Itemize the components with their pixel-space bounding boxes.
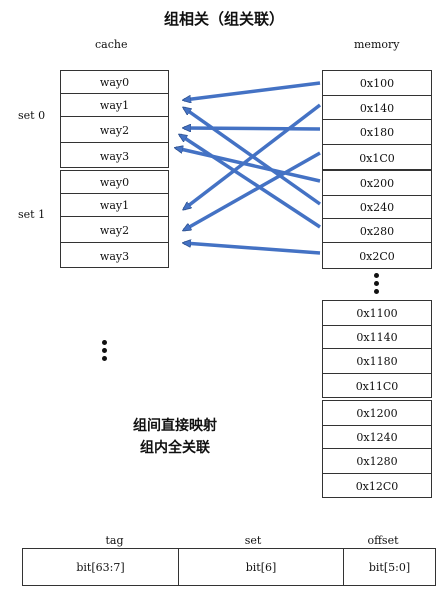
ellipsis-dot	[102, 356, 107, 361]
memory-label: memory	[354, 38, 400, 51]
memory-block-1: 0x100 0x140 0x180 0x1C0	[322, 70, 432, 170]
set-1-label: set 1	[18, 208, 46, 221]
cache-set-1-way2: way2	[61, 216, 168, 243]
ellipsis-dot	[102, 348, 107, 353]
memory-cell: 0x1140	[323, 325, 431, 349]
memory-cell: 0x1280	[323, 448, 431, 474]
ellipsis-dot	[102, 340, 107, 345]
memory-cell: 0x1C0	[323, 144, 431, 171]
arrow-0x1C0	[184, 151, 321, 232]
memory-cell: 0x100	[359, 76, 395, 90]
arrow-0x2C0	[184, 243, 321, 255]
memory-cell: 0x1200	[356, 406, 398, 420]
mapping-note: 组间直接映射 组内全关联	[110, 415, 240, 459]
cache-set-1: way0 way1 way2 way3	[60, 170, 169, 268]
memory-cell: 0x11C0	[323, 373, 431, 399]
arrow-0x280	[180, 135, 321, 229]
memory-cell: 0x1240	[323, 425, 431, 449]
memory-cell: 0x200	[359, 176, 395, 190]
cache-set-1-way0: way0	[99, 175, 130, 189]
memory-block-3: 0x1100 0x1140 0x1180 0x11C0	[322, 300, 432, 398]
address-bit-table: bit[63:7] bit[6] bit[5:0]	[22, 548, 436, 586]
note-line-1: 组间直接映射	[133, 418, 217, 434]
memory-block-4: 0x1200 0x1240 0x1280 0x12C0	[322, 400, 432, 498]
ellipsis-dot	[374, 281, 379, 286]
note-line-2: 组内全关联	[140, 440, 210, 456]
memory-cell: 0x140	[323, 95, 431, 120]
cache-set-0: way0 way1 way2 way3	[60, 70, 169, 168]
cache-label: cache	[95, 38, 128, 51]
arrow-0x180	[184, 128, 321, 129]
cache-set-1-way3: way3	[61, 242, 168, 269]
memory-cell: 0x12C0	[323, 473, 431, 499]
address-cell-tag: bit[63:7]	[76, 560, 125, 574]
memory-cell: 0x280	[323, 218, 431, 243]
address-cell-set: bit[6]	[178, 549, 343, 585]
address-header-offset: offset	[367, 534, 399, 547]
set-0-label: set 0	[18, 109, 46, 122]
memory-cell: 0x180	[323, 119, 431, 145]
cache-set-0-way0: way0	[99, 75, 130, 89]
ellipsis-dot	[374, 273, 379, 278]
memory-cell: 0x1100	[356, 306, 398, 320]
cache-set-0-way1: way1	[61, 93, 168, 117]
address-cell-offset: bit[5:0]	[343, 549, 435, 585]
arrow-0x240	[184, 108, 322, 206]
address-header-tag: tag	[105, 534, 124, 547]
cache-set-0-way3: way3	[61, 142, 168, 169]
diagram-title: 组相关（组关联）	[163, 10, 284, 28]
address-header-set: set	[244, 534, 262, 547]
memory-block-2: 0x200 0x240 0x280 0x2C0	[322, 170, 432, 269]
cache-set-1-way1: way1	[61, 193, 168, 217]
arrow-0x200	[176, 148, 321, 183]
memory-cell: 0x240	[323, 195, 431, 219]
cache-set-0-way2: way2	[61, 116, 168, 143]
memory-cell: 0x1180	[323, 348, 431, 374]
ellipsis-dot	[374, 289, 379, 294]
memory-cell: 0x2C0	[323, 242, 431, 270]
arrow-0x100	[184, 81, 321, 100]
